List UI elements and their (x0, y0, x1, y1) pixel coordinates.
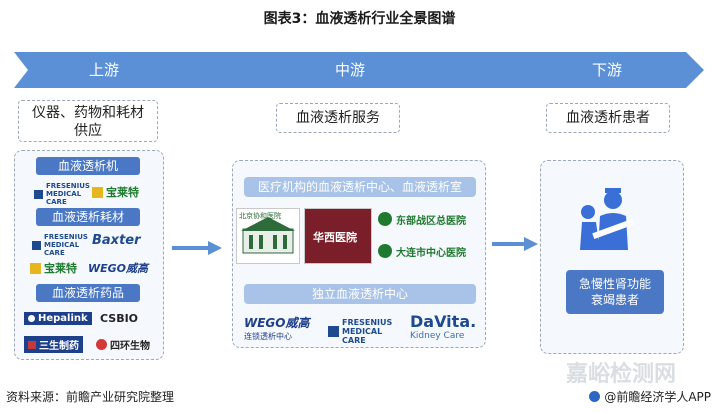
banner-upstream-shape (14, 52, 192, 88)
logo-hepalink: Hepalink (24, 312, 92, 325)
fresenius-icon (34, 189, 43, 199)
patients-box: 急慢性肾功能衰竭患者 (566, 270, 664, 314)
fresenius-icon-2 (32, 240, 41, 250)
watermark: 嘉峪检测网 (566, 362, 677, 387)
stage-midstream-label: 中游 (334, 61, 365, 79)
sansheng-icon (28, 340, 36, 349)
logo-baxter: Baxter (92, 233, 141, 248)
hospital-dongdu: 东部战区总医院 (376, 208, 476, 232)
stage-upstream-label: 上游 (88, 61, 119, 79)
chart-title: 图表3：血液透析行业全景图谱 (263, 11, 456, 27)
hospital-westchina: 华西医院 (304, 208, 372, 264)
logo-fresenius-up2: FRESENIUS MEDICAL CARE (32, 233, 92, 257)
upstream-panel (14, 150, 164, 360)
baolaite-icon-2 (30, 262, 41, 274)
hospital-peking: 北京协和医院 (236, 208, 300, 264)
banner-upstream: 上游 (14, 52, 194, 88)
arrow-up-to-mid (172, 241, 222, 255)
logo-wego-up: WEGO威高 (88, 262, 149, 275)
patients-label: 急慢性肾功能衰竭患者 (578, 277, 651, 307)
logo-fresenius-up: FRESENIUS MEDICAL CARE (34, 182, 94, 206)
service-independent-centers: 独立血液透析中心 (244, 284, 476, 304)
logo-csbio: CSBIO (100, 312, 139, 325)
category-consumables: 血液透析耗材 (36, 208, 140, 226)
downstream-heading: 血液透析患者 (546, 103, 670, 133)
peking-hospital-icon (241, 217, 295, 254)
hospital-dalian: 大连市中心医院 (376, 240, 476, 264)
logo-baolaite-up2: 宝莱特 (30, 260, 77, 276)
upstream-heading: 仪器、药物和耗材供应 (18, 100, 158, 142)
sihuan-icon (96, 339, 107, 350)
logo-baolaite-up: 宝莱特 (92, 184, 139, 200)
dongdu-icon (378, 212, 392, 226)
baolaite-icon (92, 186, 103, 198)
banner-downstream: 下游 (508, 52, 706, 88)
banner-midstream-shape (160, 52, 538, 88)
midstream-heading: 血液透析服务 (276, 103, 400, 133)
dalian-icon (378, 244, 392, 258)
banner-downstream-shape (508, 52, 704, 88)
credit-note: @前瞻经济学人APP (589, 388, 711, 405)
logo-wego-mid: WEGO威高 连锁透析中心 (244, 316, 310, 341)
source-note: 资料来源：前瞻产业研究院整理 (6, 390, 175, 404)
stage-downstream-label: 下游 (591, 61, 622, 79)
logo-sihuan: 四环生物 (96, 337, 150, 352)
hepalink-icon (28, 315, 35, 322)
arrow-mid-to-down (492, 237, 538, 251)
category-drugs: 血液透析药品 (36, 284, 140, 302)
category-machines: 血液透析机 (36, 157, 140, 175)
logo-davita: DaVita. Kidney Care (410, 312, 477, 341)
fresenius-icon-3 (328, 326, 339, 337)
logo-sansheng: 三生制药 (24, 336, 83, 353)
logo-fresenius-mid: FRESENIUS MEDICAL CARE (328, 318, 400, 345)
service-hospital-centers: 医疗机构的血液透析中心、血液透析室 (244, 177, 476, 197)
qianzhan-logo-icon (589, 391, 601, 402)
banner-midstream: 中游 (160, 52, 540, 88)
patient-nurse-icon (580, 188, 634, 250)
